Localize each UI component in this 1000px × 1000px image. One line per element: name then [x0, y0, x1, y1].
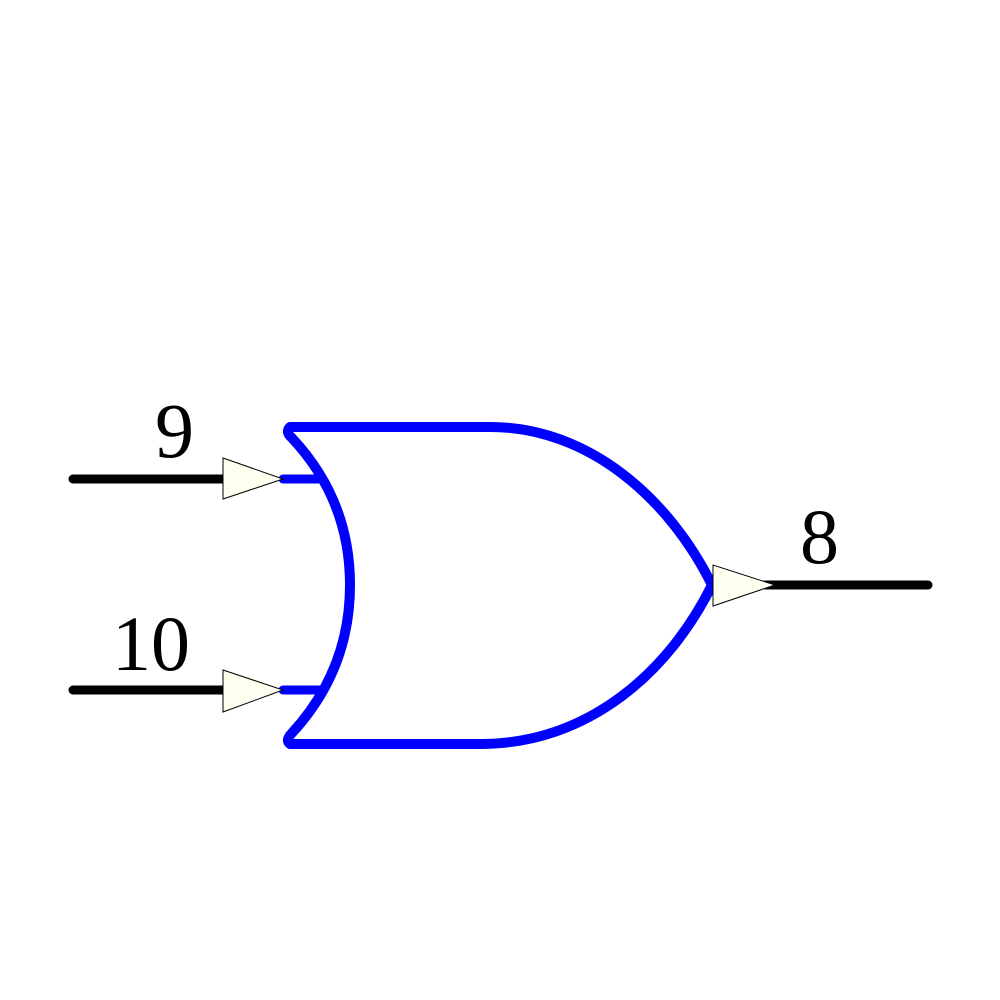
pin-label-input-b: 10: [112, 600, 190, 687]
pin-label-output: 8: [800, 493, 839, 580]
or-gate-body[interactable]: [282, 422, 717, 749]
input-pin-marker-b[interactable]: [222, 669, 285, 713]
pin-label-input-a: 9: [155, 387, 194, 474]
output-pin-marker[interactable]: [712, 564, 777, 607]
input-pin-marker-a[interactable]: [222, 457, 285, 500]
